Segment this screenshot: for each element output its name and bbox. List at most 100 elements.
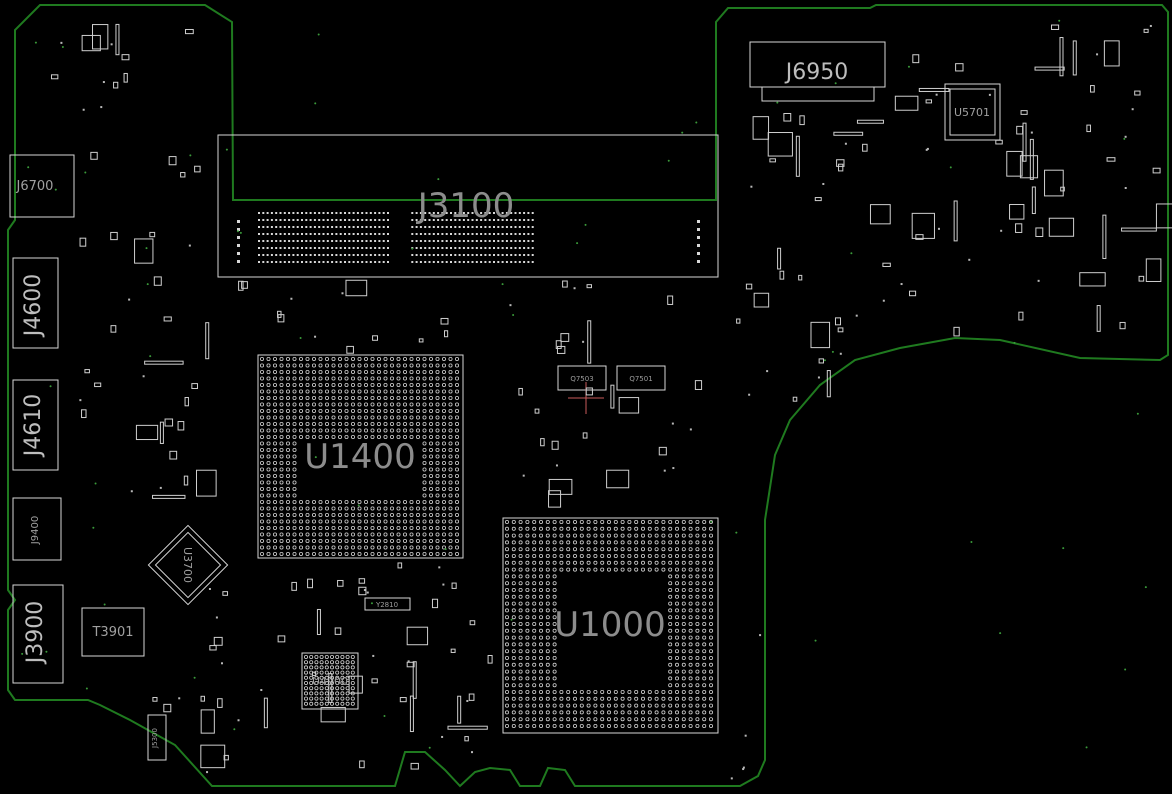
ball	[441, 552, 446, 557]
ball	[345, 655, 350, 660]
ball	[279, 480, 284, 485]
ball	[675, 669, 680, 674]
ball	[298, 506, 303, 511]
via	[159, 486, 162, 489]
ball	[428, 493, 433, 498]
ball	[448, 486, 453, 491]
via	[748, 393, 751, 396]
ball	[448, 460, 453, 465]
ball	[389, 356, 394, 361]
ball	[422, 480, 427, 485]
ball	[552, 601, 557, 606]
ball	[292, 434, 297, 439]
ball	[668, 662, 673, 667]
pin	[258, 247, 260, 249]
ball	[441, 506, 446, 511]
pin	[288, 254, 291, 256]
ball	[435, 356, 440, 361]
ball	[383, 539, 388, 544]
via	[260, 689, 263, 692]
smd-pad	[168, 156, 177, 166]
ball	[668, 588, 673, 593]
pin	[266, 233, 269, 235]
ball	[311, 402, 316, 407]
ball	[668, 594, 673, 599]
via	[750, 185, 753, 188]
ball	[539, 628, 544, 633]
ball	[298, 499, 303, 504]
ball	[292, 441, 297, 446]
ball	[435, 473, 440, 478]
ball	[298, 369, 303, 374]
smd-pad	[814, 197, 822, 202]
ball	[441, 369, 446, 374]
ball	[285, 499, 290, 504]
ball	[311, 415, 316, 420]
ball	[428, 473, 433, 478]
ball	[303, 675, 308, 680]
ball	[525, 574, 530, 579]
pin	[527, 219, 530, 221]
ball	[545, 615, 550, 620]
ball	[292, 493, 297, 498]
ball	[309, 701, 314, 706]
ball	[422, 363, 427, 368]
pin	[462, 240, 465, 242]
ic-package	[894, 95, 919, 111]
ball	[305, 421, 310, 426]
ball	[298, 552, 303, 557]
ball	[552, 560, 557, 565]
ball	[329, 660, 334, 665]
test-point	[45, 650, 48, 653]
ball	[272, 441, 277, 446]
ball	[259, 506, 264, 511]
q7503-label: Q7503	[570, 375, 593, 383]
ball	[702, 724, 707, 729]
ball	[331, 526, 336, 531]
ball	[511, 533, 516, 538]
ball	[428, 434, 433, 439]
pin	[484, 254, 487, 256]
ball	[695, 567, 700, 572]
ball	[376, 395, 381, 400]
ball	[422, 415, 427, 420]
smd-pad	[792, 396, 798, 402]
ball	[376, 513, 381, 518]
via	[744, 734, 747, 737]
ic-package	[81, 34, 101, 52]
ball	[688, 615, 693, 620]
pin	[262, 233, 265, 235]
ball	[298, 513, 303, 518]
pin	[415, 233, 418, 235]
ball	[681, 717, 686, 722]
smd-pad	[925, 99, 933, 104]
ic-package	[135, 424, 159, 441]
pin	[437, 247, 440, 249]
pin	[344, 226, 346, 228]
test-point	[444, 548, 447, 551]
pin	[374, 240, 377, 242]
ball	[305, 499, 310, 504]
ball	[695, 690, 700, 695]
smd-pad	[540, 438, 545, 447]
ball	[448, 506, 453, 511]
pin	[301, 261, 303, 263]
ball	[272, 545, 277, 550]
pin	[369, 254, 372, 256]
ball	[681, 567, 686, 572]
pin	[505, 254, 508, 256]
ball	[396, 363, 401, 368]
ball	[409, 434, 414, 439]
pin	[488, 226, 491, 228]
smd-pad	[149, 231, 156, 238]
ball	[266, 356, 271, 361]
ball	[634, 567, 639, 572]
ball	[573, 540, 578, 545]
ball	[688, 547, 693, 552]
smd-pad	[912, 54, 920, 64]
pin	[514, 212, 517, 214]
pin	[454, 226, 457, 228]
pin	[318, 219, 321, 221]
pin	[488, 247, 491, 249]
ball	[337, 539, 342, 544]
